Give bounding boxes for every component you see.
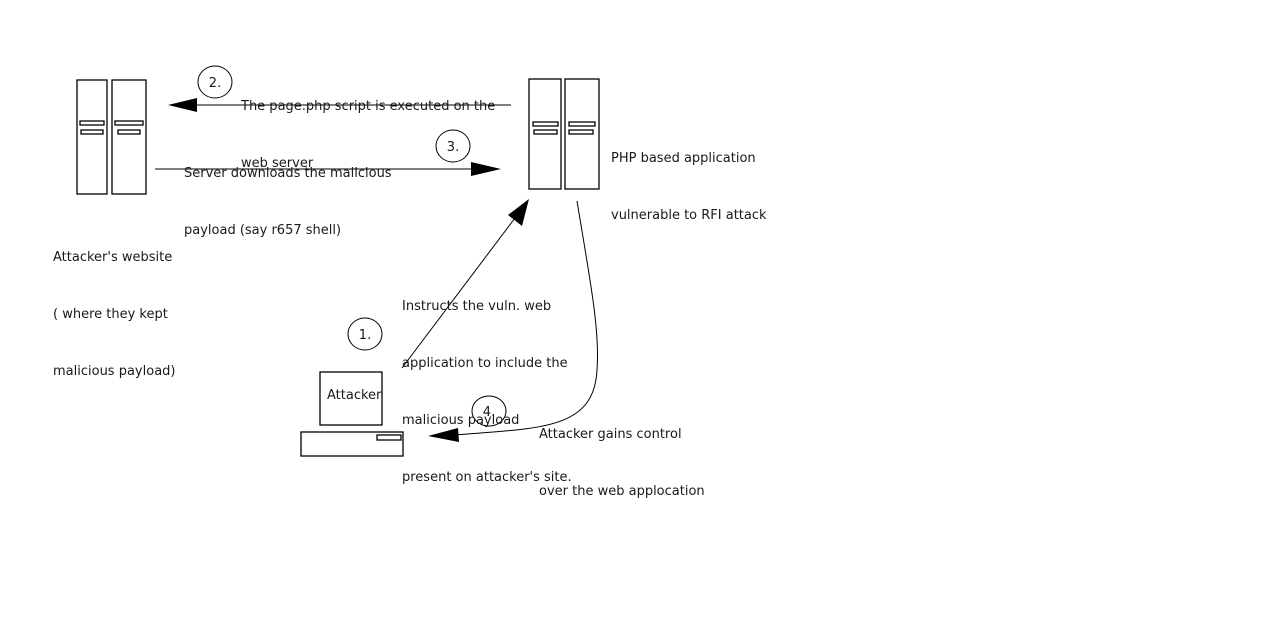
attacker-computer-icon	[300, 371, 404, 457]
label-line: present on attacker's site.	[402, 470, 572, 485]
step-badge-1: 1.	[347, 317, 383, 351]
step-4-description: Attacker gains control over the web appl…	[539, 387, 705, 520]
label-line: The page.php script is executed on the	[241, 99, 496, 114]
label-line: malicious payload)	[53, 364, 176, 379]
svg-text:1.: 1.	[359, 328, 371, 343]
label-line: web server	[241, 156, 314, 171]
label-line: Instructs the vuln. web	[402, 299, 552, 314]
arrow-step-3	[155, 162, 501, 176]
step-3-description: Server downloads the malicious payload (…	[184, 126, 392, 259]
arrow-step-2	[168, 98, 511, 112]
label-line: malicious payload	[402, 413, 520, 428]
step-badge-4: 4.	[471, 395, 507, 427]
label-line: over the web applocation	[539, 484, 705, 499]
label-line: application to include the	[402, 356, 568, 371]
computer-base	[300, 431, 404, 457]
label-line: PHP based application	[611, 151, 756, 166]
label-line: ( where they kept	[53, 307, 168, 322]
label-line: Server downloads the malicious	[184, 166, 392, 181]
php-server-label: PHP based application vulnerable to RFI …	[611, 111, 767, 244]
arrow-step-4	[428, 200, 599, 442]
svg-text:4.: 4.	[483, 405, 495, 420]
svg-text:2.: 2.	[209, 76, 221, 91]
attacker-website-server-icon	[76, 79, 147, 195]
step-badge-3: 3.	[435, 129, 471, 163]
php-server-icon	[528, 78, 600, 190]
attacker-label: Attacker	[327, 388, 382, 403]
monitor	[319, 371, 383, 426]
arrow-step-1	[401, 199, 529, 369]
step-2-description: The page.php script is executed on the w…	[241, 59, 495, 192]
svg-text:3.: 3.	[447, 140, 459, 155]
label-line: Attacker's website	[53, 250, 173, 265]
label-line: vulnerable to RFI attack	[611, 208, 767, 223]
label-line: payload (say r657 shell)	[184, 223, 342, 238]
attacker-website-label: Attacker's website ( where they kept mal…	[53, 210, 175, 400]
drive-slot	[376, 434, 402, 441]
step-1-description: Instructs the vuln. web application to i…	[402, 259, 572, 506]
label-line: Attacker gains control	[539, 427, 682, 442]
step-badge-2: 2.	[197, 65, 233, 99]
